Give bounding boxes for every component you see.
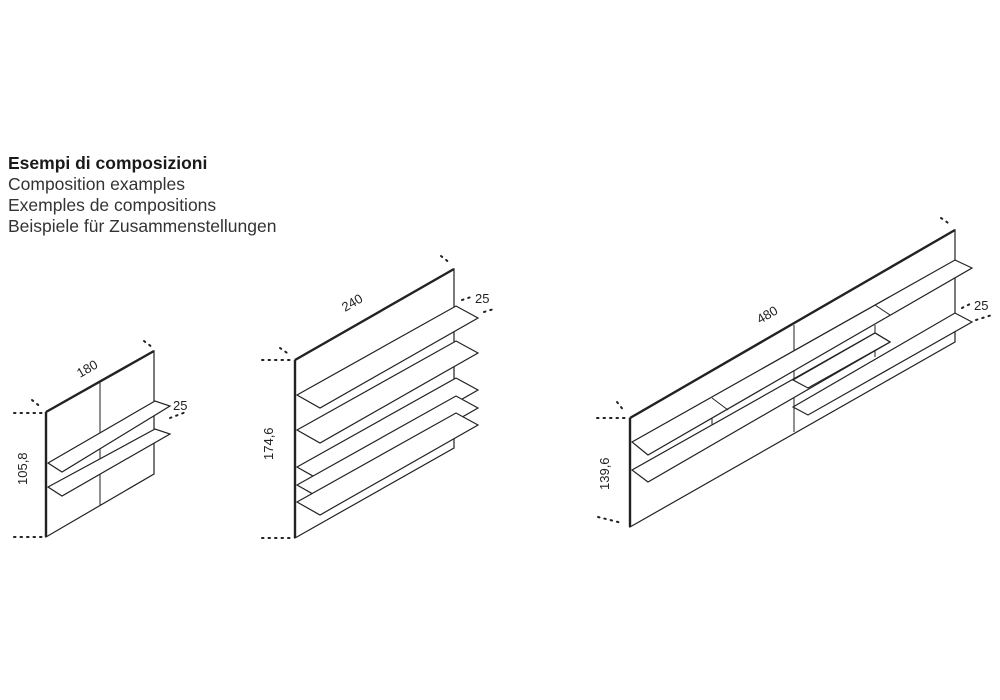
width-label: 180 bbox=[74, 357, 100, 381]
dimension-guide bbox=[440, 255, 451, 264]
width-label: 480 bbox=[754, 303, 780, 327]
dimension-guide bbox=[616, 401, 626, 413]
panel-top-edge bbox=[294, 267, 455, 362]
heading-english: Composition examples bbox=[8, 174, 186, 194]
shelf bbox=[46, 400, 172, 473]
heading-italian: Esempi di composizioni bbox=[8, 153, 208, 173]
height-label: 174,6 bbox=[261, 427, 276, 460]
composition-3: 480 25 139,6 bbox=[596, 217, 993, 529]
dimension-guide bbox=[169, 411, 187, 419]
depth-label: 25 bbox=[475, 291, 489, 306]
shelf bbox=[791, 332, 892, 389]
dimension-guide bbox=[279, 347, 291, 356]
heading-french: Exemples de compositions bbox=[8, 195, 217, 215]
dimension-guide bbox=[31, 399, 43, 409]
wall-panel bbox=[629, 228, 956, 529]
panel-top-edge bbox=[629, 228, 956, 420]
shelf bbox=[791, 312, 974, 416]
depth-label: 25 bbox=[173, 398, 187, 413]
dimension-guide bbox=[483, 308, 495, 313]
composition-1: 180 25 105,8 bbox=[13, 340, 187, 539]
dimension-guide bbox=[143, 340, 153, 348]
panel-joint bbox=[711, 397, 729, 411]
width-label: 240 bbox=[339, 291, 365, 315]
dimension-guide bbox=[461, 295, 475, 301]
depth-label: 25 bbox=[974, 298, 988, 313]
shelf bbox=[630, 259, 974, 456]
heading-block: Esempi di composizioni Composition examp… bbox=[8, 153, 276, 237]
dimension-guide bbox=[940, 217, 952, 226]
height-label: 105,8 bbox=[15, 452, 30, 485]
shelf bbox=[295, 340, 480, 444]
panel-joint bbox=[874, 304, 891, 316]
shelf bbox=[295, 377, 480, 481]
composition-2: 240 25 174,6 bbox=[261, 255, 495, 540]
shelf bbox=[295, 412, 480, 516]
panel-top-edge bbox=[45, 349, 155, 414]
height-label: 139,6 bbox=[597, 457, 612, 490]
dimension-guide bbox=[597, 516, 623, 524]
dimension-guide bbox=[961, 302, 973, 309]
heading-german: Beispiele für Zusammenstellungen bbox=[8, 216, 277, 236]
shelf bbox=[295, 305, 480, 409]
dimension-guide bbox=[975, 314, 993, 321]
shelf bbox=[46, 428, 172, 497]
